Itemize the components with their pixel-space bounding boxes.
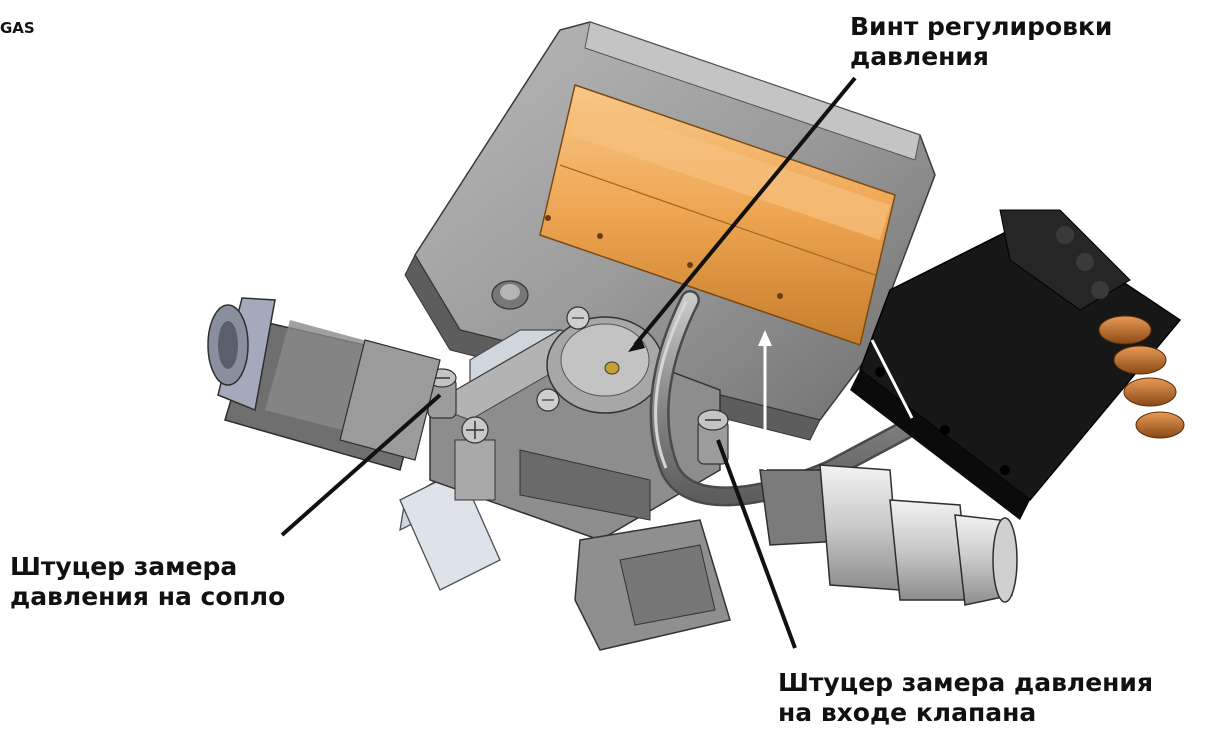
orange-gasket xyxy=(539,84,896,346)
pressure-screw-line1: Винт регулировки xyxy=(850,12,1113,41)
right-gas-fitting xyxy=(759,464,1018,606)
pressure-screw-callout: Винт регулировки давления xyxy=(850,12,1112,71)
nozzle-port-line2: давления на сопло xyxy=(10,581,286,611)
electrical-connector xyxy=(850,209,1185,520)
pressure-screw-line2: давления xyxy=(850,41,989,71)
nozzle-port-line1: Штуцер замера xyxy=(10,552,238,581)
inlet-leader-line xyxy=(716,439,797,649)
inlet-port-callout: Штуцер замера давления на входе клапана xyxy=(778,668,1153,727)
inlet-port-line2: на входе клапана xyxy=(778,697,1037,727)
nozzle-leader-line xyxy=(280,393,442,537)
left-gas-fitting xyxy=(207,297,441,471)
inlet-pressure-port xyxy=(697,409,729,465)
nozzle-port-callout: Штуцер замера давления на сопло xyxy=(10,552,285,611)
connector-white-leader xyxy=(870,339,914,419)
screw-leader-line xyxy=(633,76,857,347)
pressure-regulator-cap xyxy=(536,306,664,414)
housing-hole xyxy=(491,280,529,310)
inlet-port-line1: Штуцер замера давления xyxy=(778,668,1153,697)
leader-lines xyxy=(280,76,914,649)
corner-label: GAS xyxy=(0,19,35,37)
